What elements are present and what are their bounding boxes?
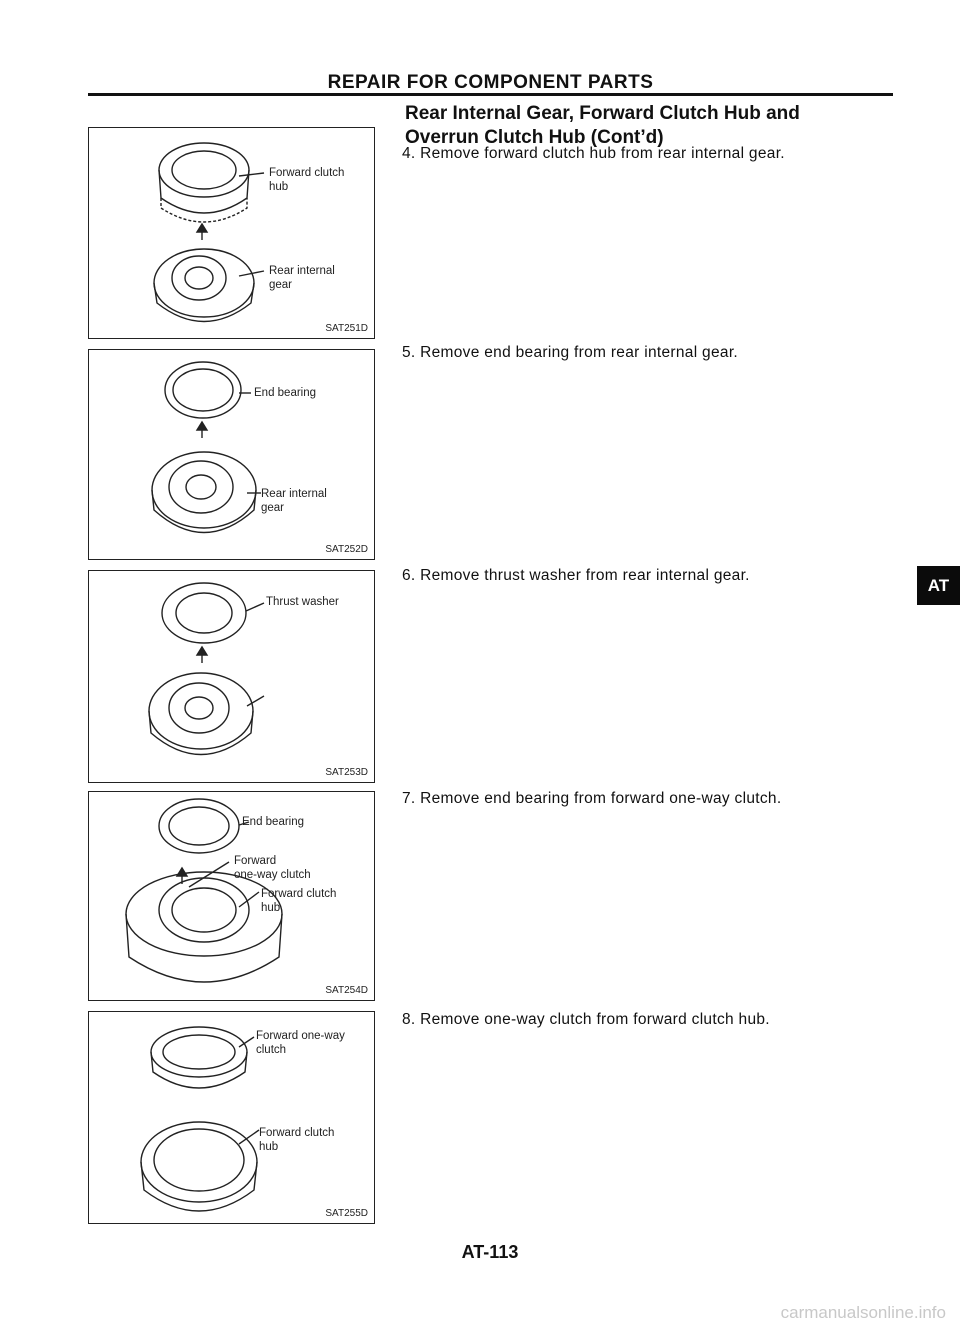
step-6: 6. Remove thrust washer from rear intern… (402, 567, 750, 584)
label-forward-clutch-hub: Forward clutch hub (259, 1127, 335, 1153)
figure-code: SAT255D (325, 1208, 368, 1219)
label-forward-clutch-hub: Forward clutch hub (261, 888, 337, 914)
figure-sat255d: Forward one-way clutch Forward clutch hu… (88, 1011, 375, 1224)
section-tab-at: AT (917, 566, 960, 605)
section-title-line-2: Overrun Clutch Hub (Cont’d) (405, 127, 664, 148)
figure-sat253d: Thrust washer SAT253D (88, 570, 375, 783)
figure-sat254d: End bearing Forward one-way clutch Forwa… (88, 791, 375, 1001)
end-bearing-on-one-way-clutch-illustration (125, 798, 283, 983)
label-forward-one-way-clutch: Forward one-way clutch (234, 855, 311, 881)
label-forward-one-way-clutch: Forward one-way clutch (256, 1030, 345, 1056)
figure-sat252d: End bearing Rear internal gear SAT252D (88, 349, 375, 560)
figure-code: SAT251D (325, 323, 368, 334)
thrust-washer-on-rear-gear-illustration (148, 582, 265, 756)
step-4: 4. Remove forward clutch hub from rear i… (402, 145, 785, 162)
label-end-bearing: End bearing (242, 816, 305, 828)
step-7: 7. Remove end bearing from forward one-w… (402, 790, 782, 807)
label-thrust-washer: Thrust washer (266, 596, 339, 608)
header-rule (88, 93, 893, 96)
label-end-bearing: End bearing (254, 387, 317, 399)
figure-code: SAT252D (325, 544, 368, 555)
figure-code: SAT254D (325, 985, 368, 996)
one-way-clutch-on-hub-illustration (140, 1026, 260, 1212)
label-forward-clutch-hub: Forward clutch hub (269, 167, 345, 193)
figure-code: SAT253D (325, 767, 368, 778)
watermark: carmanualsonline.info (780, 1303, 946, 1322)
section-title-line-1: Rear Internal Gear, Forward Clutch Hub a… (405, 103, 800, 124)
page-number: AT-113 (461, 1242, 519, 1262)
label-rear-internal-gear: Rear internal gear (261, 488, 327, 514)
end-bearing-on-rear-gear-illustration (151, 361, 261, 534)
section-title: Rear Internal Gear, Forward Clutch Hub a… (405, 102, 905, 150)
page-header: REPAIR FOR COMPONENT PARTS (327, 72, 654, 93)
figure-sat251d: Forward clutch hub Rear internal gear SA… (88, 127, 375, 339)
step-8: 8. Remove one-way clutch from forward cl… (402, 1011, 770, 1028)
step-5: 5. Remove end bearing from rear internal… (402, 344, 739, 361)
forward-clutch-hub-on-rear-gear-illustration (153, 142, 265, 323)
label-rear-internal-gear: Rear internal gear (269, 265, 335, 291)
